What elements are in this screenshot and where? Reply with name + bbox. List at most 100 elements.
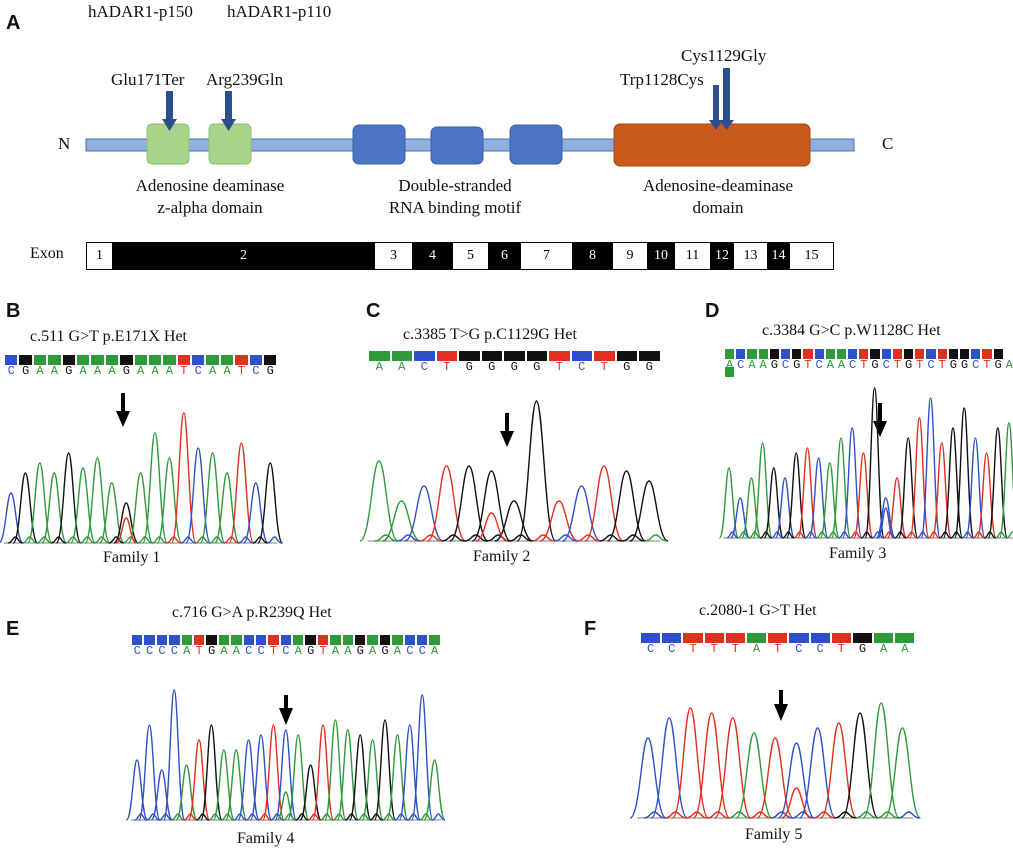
chromatogram-peak	[629, 737, 667, 819]
basecall-square	[105, 355, 119, 365]
base-letter: A	[375, 360, 383, 374]
chromatogram-peak	[584, 465, 624, 542]
base-letter: T	[837, 642, 845, 656]
dsrbd-domain-3	[509, 124, 563, 165]
basecall-square	[802, 349, 813, 359]
exon-6: 6	[488, 243, 520, 269]
basecall-square	[220, 355, 234, 365]
basecall-square	[76, 355, 90, 365]
panel-d-letter: D	[705, 300, 720, 322]
basecall-square	[379, 635, 391, 645]
chromatogram-peak	[419, 534, 443, 542]
chromatogram-peak	[781, 787, 812, 819]
exon-label: Exon	[30, 245, 64, 262]
basecall-square	[970, 349, 981, 359]
base-letter: T	[443, 360, 451, 374]
panel-b-basecall-squares	[4, 352, 277, 370]
basecall-square	[119, 355, 133, 365]
chromatogram-peak	[621, 534, 645, 542]
chromatogram-peak	[718, 467, 740, 539]
basecall-square	[47, 355, 61, 365]
basecall-square	[858, 349, 869, 359]
chromatogram-peak	[562, 485, 601, 542]
basecall-square	[948, 349, 959, 359]
chromatogram-peak	[671, 707, 710, 819]
chromatogram-peak	[741, 477, 762, 539]
chromatogram-peak	[862, 702, 900, 819]
base-letter: A	[344, 644, 352, 658]
chromatogram-peak	[774, 477, 796, 539]
z-alpha-domain-label: Adenosine deaminase z-alpha domain	[120, 175, 300, 219]
base-letter: G	[949, 358, 957, 372]
base-letter: C	[646, 642, 655, 656]
chromatogram-peak	[224, 749, 248, 821]
panel-c-letter: C	[366, 300, 381, 322]
base-letter: C	[795, 642, 803, 656]
basecall-square	[366, 635, 378, 645]
chromatogram-peak	[22, 536, 38, 544]
chromatogram-peak	[423, 759, 446, 821]
chromatogram-peak	[65, 536, 81, 544]
chromatogram-peak	[494, 500, 534, 542]
basecall-square	[191, 355, 205, 365]
base-letter: T	[938, 358, 946, 372]
basecall-square	[881, 349, 892, 359]
chromatogram-peak	[252, 536, 268, 544]
chromatogram-peak	[464, 534, 488, 542]
chromatogram-peak	[841, 712, 879, 819]
panel-b-letter: B	[6, 300, 21, 322]
base-letter: A	[232, 644, 240, 658]
basecall-square	[937, 349, 948, 359]
base-letter: A	[398, 360, 406, 374]
chromatogram-peak	[12, 472, 39, 544]
basecall-square	[230, 635, 242, 645]
chromatogram-peak	[629, 480, 669, 542]
basecall-square	[869, 349, 880, 359]
chromatogram-peak	[876, 811, 899, 819]
arrow-family1	[116, 393, 130, 427]
basecall-square	[234, 355, 248, 365]
panel-a-letter: A	[6, 12, 21, 34]
base-letter: G	[871, 358, 879, 372]
chromatogram-peak	[200, 724, 223, 821]
basecall-square	[640, 633, 661, 643]
chromatogram-family2	[359, 400, 669, 542]
base-letter: T	[319, 644, 327, 658]
base-letter: G	[994, 358, 1002, 372]
panel-d-family-label: Family 3	[829, 545, 887, 562]
panel-c-family-label: Family 2	[473, 548, 531, 565]
basecall-square	[725, 633, 746, 643]
exon-14: 14	[767, 243, 789, 269]
dsrbd-label-line2: RNA binding motif	[388, 198, 522, 217]
basecall-square	[481, 351, 504, 361]
base-letter: A	[209, 364, 217, 378]
n-terminus-label: N	[58, 134, 71, 153]
base-letter: C	[170, 644, 178, 658]
isoform-p110-label: hADAR1-p110	[227, 2, 332, 21]
chromatogram-peak	[26, 462, 53, 544]
chromatogram-peak	[299, 764, 322, 821]
base-letter: C	[578, 360, 586, 374]
base-letter: A	[901, 642, 909, 656]
chromatogram-peak	[729, 497, 751, 539]
base-letter: C	[668, 642, 676, 656]
mutation-label-trp1128cys: Trp1128Cys	[620, 70, 704, 89]
exon-13: 13	[733, 243, 767, 269]
chromatogram-peak	[777, 742, 816, 819]
exon-12: 12	[710, 243, 733, 269]
arrow-family4	[279, 695, 293, 725]
basecall-square	[724, 367, 735, 377]
basecall-square	[894, 633, 915, 643]
basecall-square	[255, 635, 267, 645]
base-letter: G	[21, 364, 30, 378]
chromatogram-peak	[410, 694, 434, 821]
base-letter: A	[725, 358, 734, 372]
base-letter: T	[180, 364, 188, 378]
basecall-square	[873, 633, 894, 643]
base-letter: G	[793, 358, 801, 372]
base-letter: C	[815, 358, 823, 372]
